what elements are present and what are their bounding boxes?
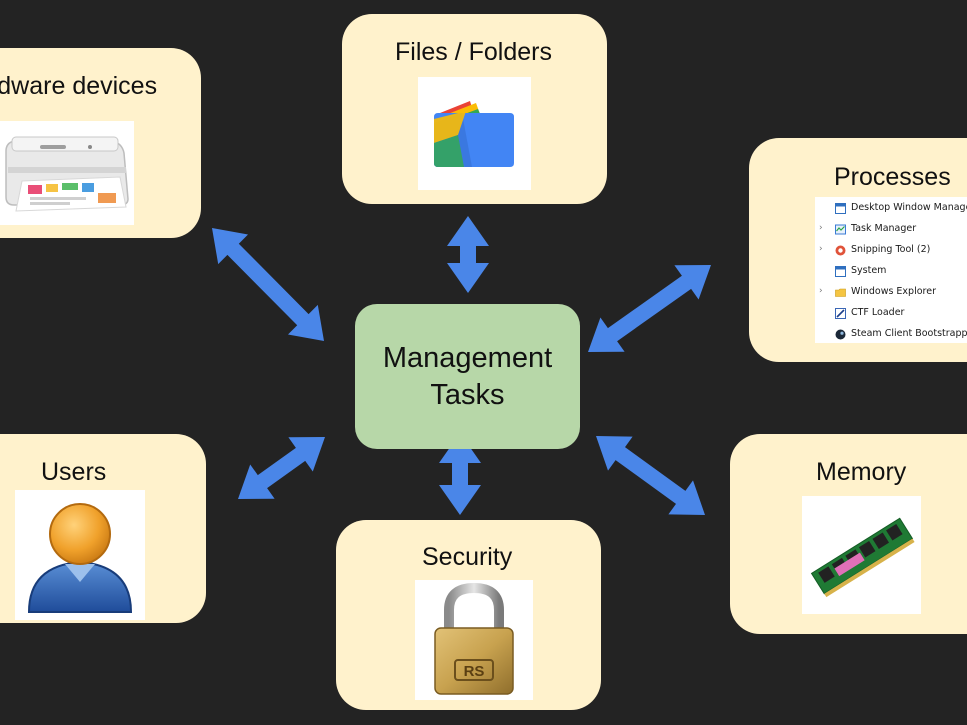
arrow-memory [596,436,705,515]
hardware-devices-card: Hardware devices [0,48,201,238]
process-row: › Snipping Tool (2) [815,242,967,260]
process-name: Task Manager [851,223,917,234]
security-title: Security [422,543,513,571]
window-icon [835,203,846,214]
process-row: › Windows Explorer [815,284,967,302]
pen-icon [835,308,846,319]
process-row: Desktop Window Manager [815,200,967,218]
printer-icon [0,121,134,225]
process-name: System [851,265,887,276]
files-folders-card: Files / Folders [342,14,607,204]
user-avatar-icon [15,490,145,620]
center-line-2: Tasks [430,378,505,411]
task-manager-icon [835,224,846,235]
processes-card: Processes Desktop Window Manager › Task Ma… [749,138,967,362]
users-title: Users [41,458,107,486]
processes-title: Processes [834,163,951,191]
ram-module-icon [802,496,921,614]
management-tasks-node: Management Tasks [355,304,580,449]
chevron-right-icon: › [819,244,823,254]
process-list-rows: Desktop Window Manager › Task Manager › Snip… [815,197,967,343]
process-name: Windows Explorer [851,286,936,297]
process-row: Steam Client Bootstrapper (32 bit) [815,326,967,343]
folder-icon [835,287,846,298]
process-name: Desktop Window Manager [851,202,967,213]
arrow-files [447,216,489,293]
padlock-icon: RS [415,580,533,700]
snipping-tool-icon [835,245,846,256]
process-name: CTF Loader [851,307,905,318]
process-row: CTF Loader [815,305,967,323]
center-line-1: Management [382,342,553,375]
chevron-right-icon: › [819,223,823,233]
arrow-processes [588,265,711,352]
security-card: Security RS [336,520,601,710]
arrow-hardware [212,228,324,341]
chevron-right-icon: › [819,286,823,296]
files-folders-title: Files / Folders [395,38,552,66]
arrow-users [238,437,325,499]
window-icon [835,266,846,277]
process-name: Snipping Tool (2) [851,244,931,255]
process-row: › Task Manager [815,221,967,239]
svg-text:RS: RS [464,663,485,680]
process-list: Desktop Window Manager › Task Manager › Snip… [815,197,967,343]
process-row: System [815,263,967,281]
steam-icon [835,329,846,340]
memory-title: Memory [816,458,907,486]
files-folder-icon [418,77,531,190]
users-card: Users [0,434,206,623]
process-name: Steam Client Bootstrapper (32 bit) [851,328,967,339]
memory-card: Memory [730,434,967,634]
hardware-devices-title: Hardware devices [0,72,158,100]
